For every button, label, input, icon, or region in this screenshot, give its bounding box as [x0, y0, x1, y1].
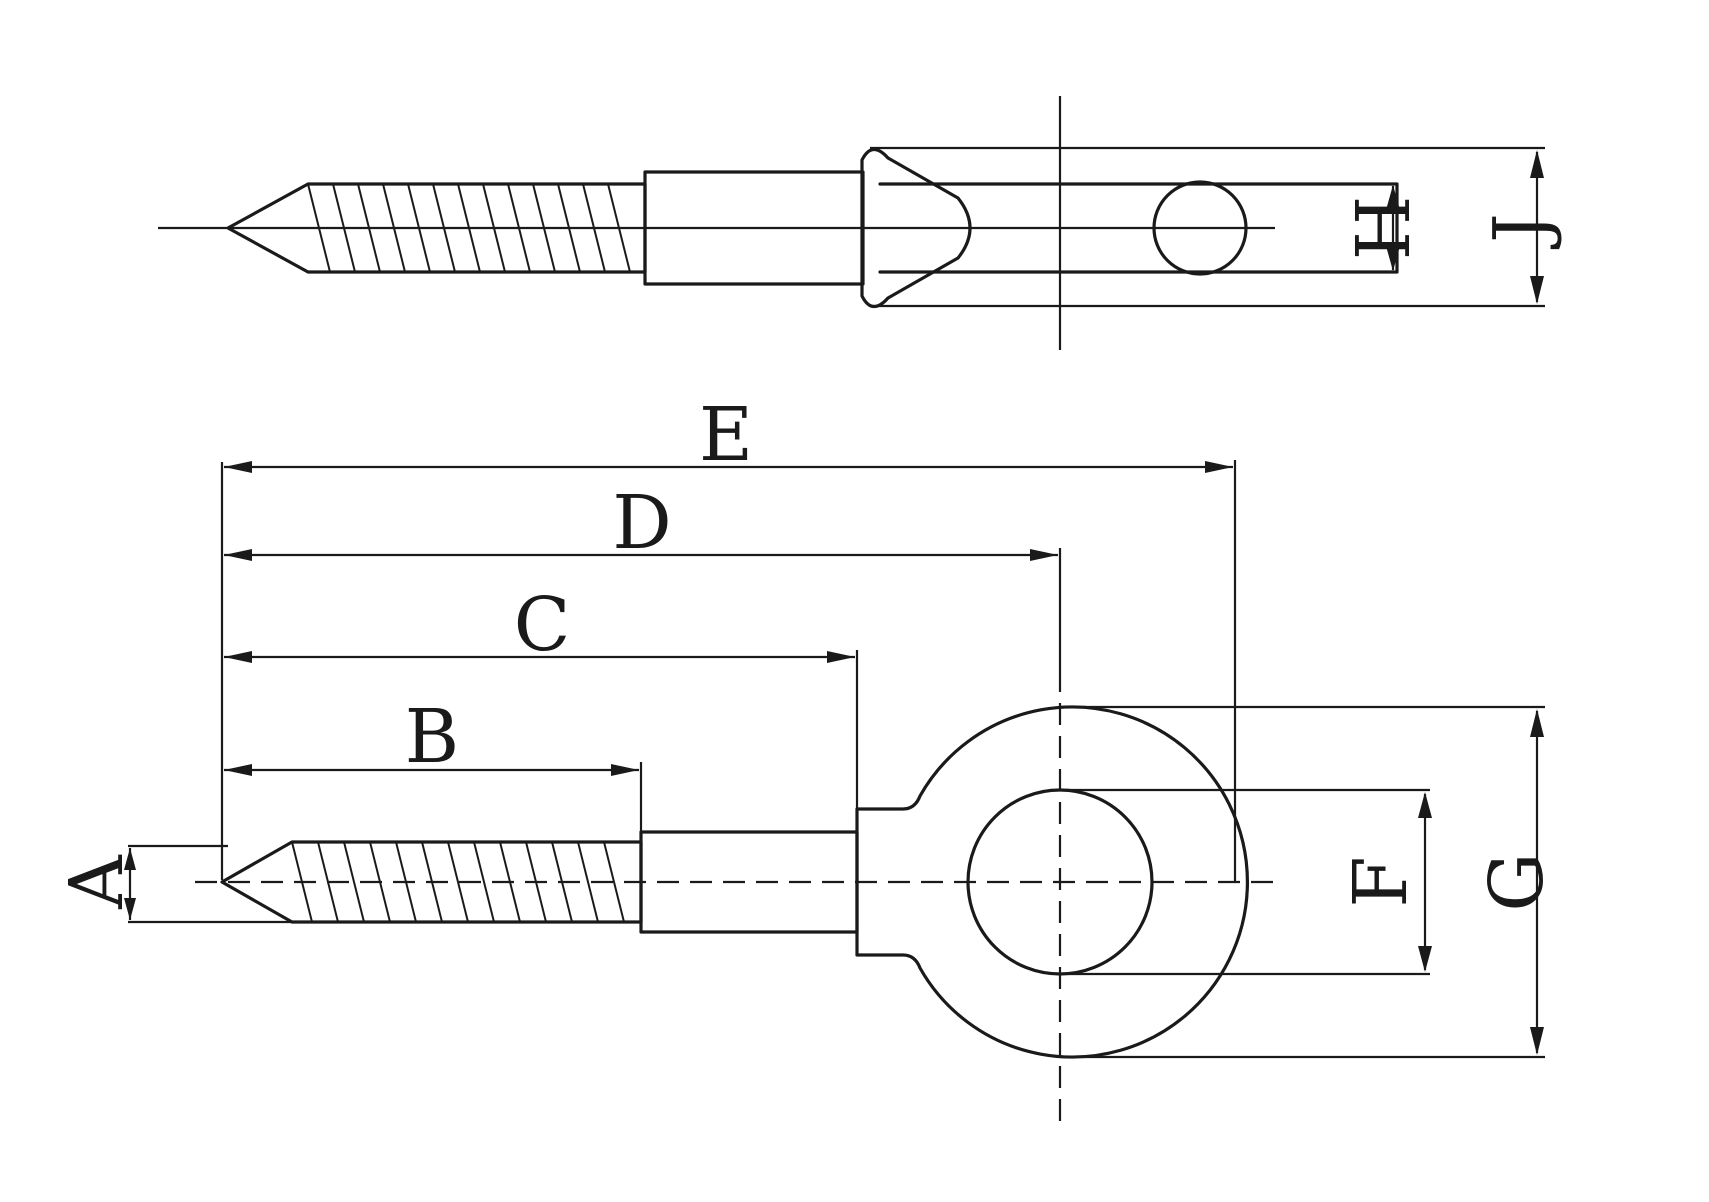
dim-a-arrow-bottom — [124, 898, 136, 920]
dim-c-arrow-left — [224, 651, 252, 663]
front-eye-ring — [855, 705, 1250, 1059]
front-view: A B C D E F — [54, 392, 1560, 1125]
dim-a-arrow-top — [124, 848, 136, 870]
dim-g-label: G — [1474, 852, 1560, 911]
front-thread-lines — [291, 841, 625, 923]
dim-b-arrow-right — [611, 764, 639, 776]
dim-h-arrow-top — [1386, 185, 1400, 210]
top-eye-hole — [1152, 180, 1248, 276]
dim-h-label: H — [1341, 196, 1427, 261]
top-view: H J — [158, 96, 1564, 350]
dim-d-label: D — [612, 480, 671, 566]
dim-c-arrow-right — [827, 651, 855, 663]
dim-j-arrow-top — [1530, 150, 1544, 178]
dim-j-arrow-bottom — [1530, 276, 1544, 304]
dim-f-arrow-bottom — [1418, 946, 1432, 972]
dim-e-label: E — [699, 392, 753, 478]
dim-g-arrow-bottom — [1530, 1027, 1544, 1055]
dim-d-arrow-left — [224, 549, 252, 561]
dim-g-arrow-top — [1530, 709, 1544, 737]
dim-f-arrow-top — [1418, 792, 1432, 818]
dim-f-label: F — [1338, 856, 1424, 907]
dim-h-arrow-bottom — [1386, 246, 1400, 271]
top-eye-outline — [878, 182, 1399, 274]
dim-c-label: C — [514, 582, 571, 668]
dim-b-label: B — [405, 694, 459, 780]
top-thread-lines — [307, 183, 631, 273]
dim-b-arrow-left — [224, 764, 252, 776]
dim-e-arrow-right — [1205, 461, 1233, 473]
dim-j-label: J — [1478, 213, 1564, 250]
dim-e-arrow-left — [224, 461, 252, 473]
dim-d-arrow-right — [1030, 549, 1058, 561]
dim-a-label: A — [54, 854, 140, 910]
